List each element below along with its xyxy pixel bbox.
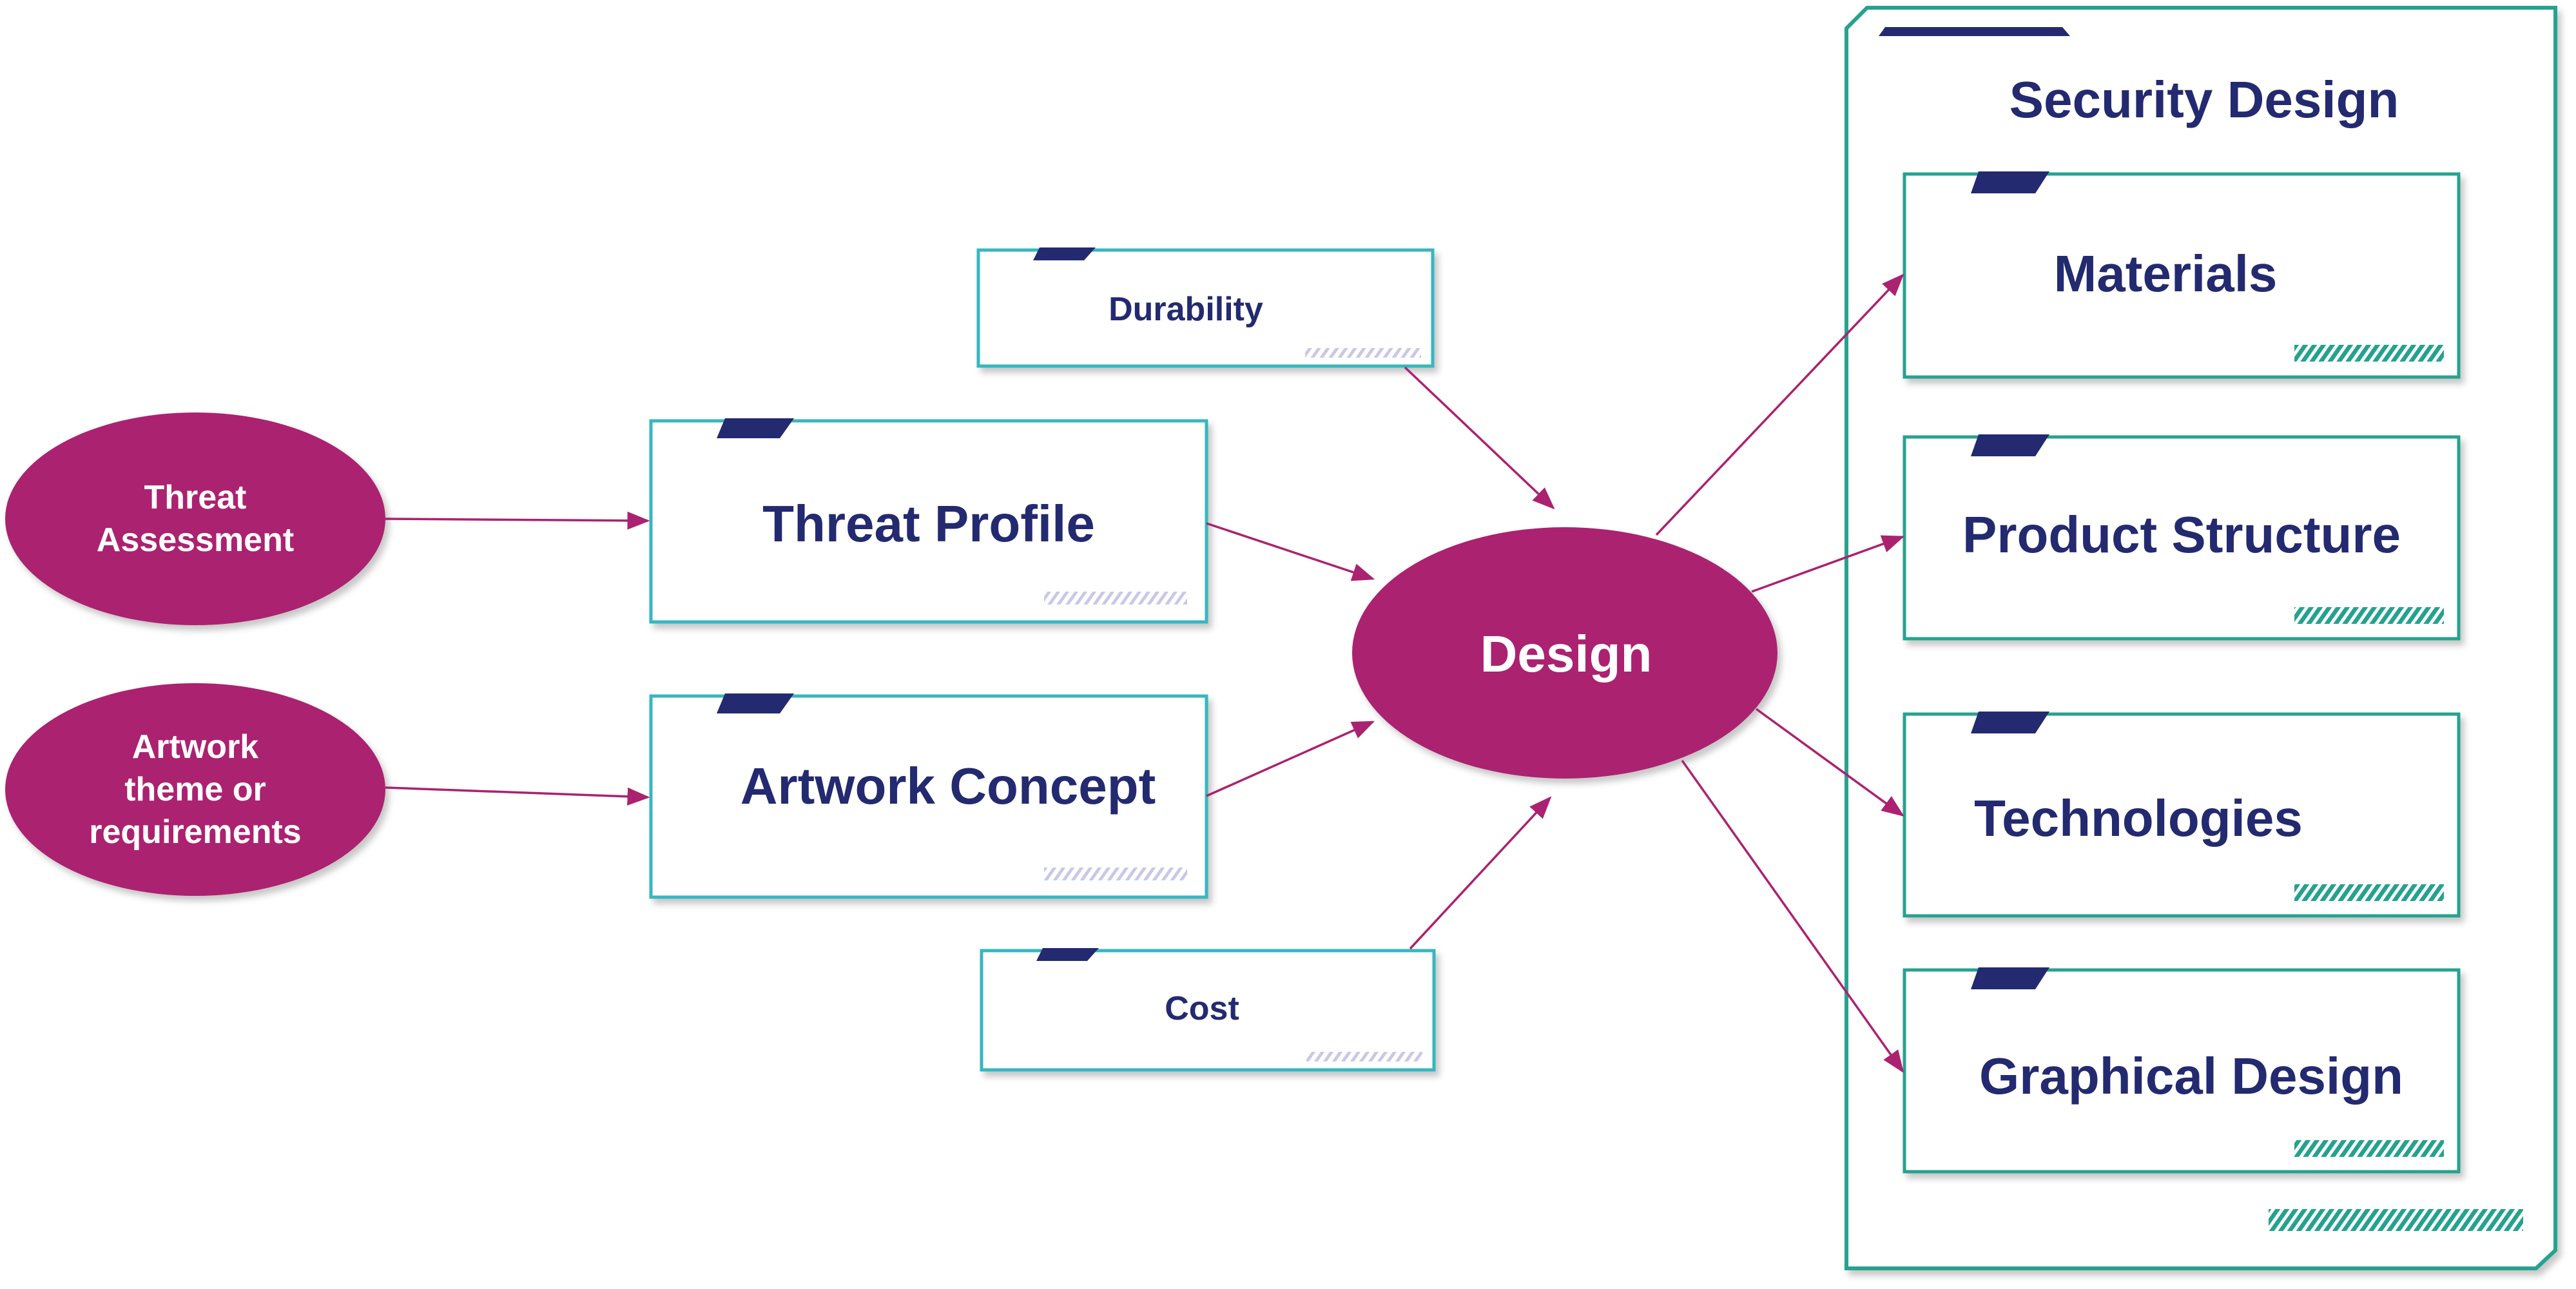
design-label: Design <box>1480 625 1652 683</box>
artwork-concept-label: Artwork Concept <box>740 757 1156 815</box>
box-threat-profile <box>649 418 1208 624</box>
arrows <box>385 273 1905 1073</box>
threat-assessment-label: Threat Assessment <box>96 479 295 559</box>
arrow-concept-to-design <box>1206 721 1375 797</box>
arrow-threat-assessment-to-profile <box>385 511 650 530</box>
container-tab <box>1879 27 2070 36</box>
graphical-design-label: Graphical Design <box>1979 1047 2403 1105</box>
item-box-product-structure <box>1903 434 2461 641</box>
threat-profile-label: Threat Profile <box>762 495 1095 552</box>
product-structure-label: Product Structure <box>1962 506 2401 563</box>
box-artwork-concept <box>649 693 1208 899</box>
ellipse-threat-assessment <box>5 412 385 625</box>
box-durability <box>976 247 1435 368</box>
arrow-design-to-structure <box>1751 535 1905 593</box>
security-design-title: Security Design <box>2009 71 2399 128</box>
arrow-design-to-materials <box>1655 273 1904 536</box>
arrow-cost-to-design <box>1409 796 1552 950</box>
box-cost <box>980 948 1436 1072</box>
arrow-design-to-graphical <box>1681 759 1904 1073</box>
item-box-graphical-design <box>1903 967 2461 1174</box>
artwork-theme-label: Artwork theme or requirements <box>89 728 302 851</box>
ellipse-artwork-theme <box>5 683 385 896</box>
container-hatch <box>2269 1209 2523 1231</box>
materials-label: Materials <box>2053 245 2278 302</box>
arrow-profile-to-design <box>1206 522 1375 581</box>
arrow-artwork-theme-to-concept <box>385 786 650 806</box>
technologies-label: Technologies <box>1974 790 2303 847</box>
arrow-durability-to-design <box>1404 366 1555 510</box>
durability-label: Durability <box>1109 291 1263 328</box>
item-box-technologies <box>1903 712 2461 918</box>
ellipse-design <box>1352 527 1777 779</box>
arrow-design-to-technologies <box>1755 708 1904 817</box>
item-box-materials <box>1903 171 2461 379</box>
cost-label: Cost <box>1165 990 1239 1027</box>
